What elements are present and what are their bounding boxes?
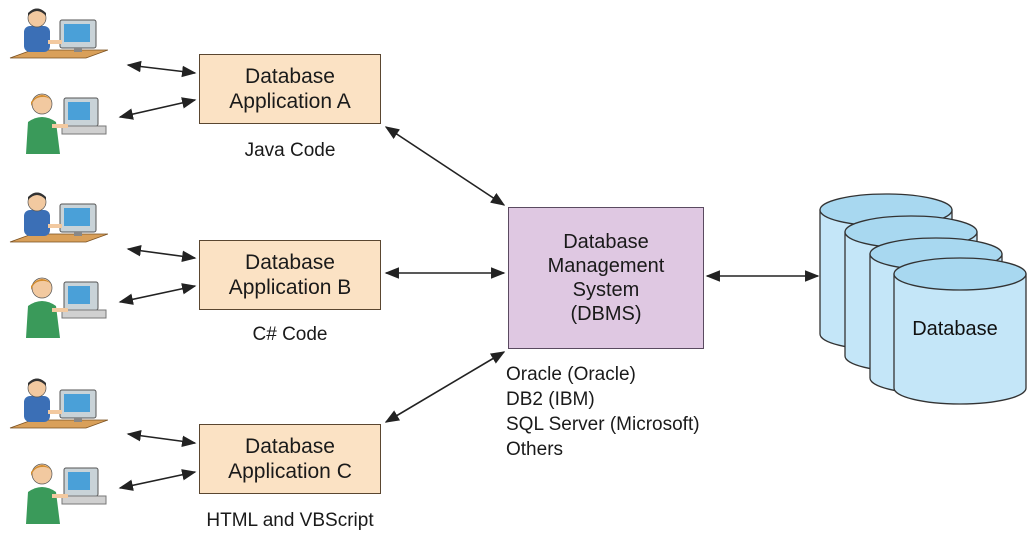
double-arrow-icon <box>384 126 506 206</box>
vendor-item: SQL Server (Microsoft) <box>506 414 700 435</box>
male-user-computer-icon <box>9 192 108 243</box>
dbms-line1: Database <box>563 231 649 253</box>
dbms-box: Database Management System (DBMS) <box>508 207 704 349</box>
app-a-line1: Database <box>245 65 335 88</box>
cylinder-4 <box>893 257 1027 405</box>
app-b-line1: Database <box>245 251 335 274</box>
double-arrow-icon <box>118 97 197 120</box>
double-arrow-icon <box>118 283 197 305</box>
double-arrow-icon <box>118 469 197 491</box>
vendor-item: Oracle (Oracle) <box>506 364 636 385</box>
double-arrow-icon <box>384 351 506 423</box>
app-c-line1: Database <box>245 435 335 458</box>
vendor-list: Oracle (Oracle) DB2 (IBM) SQL Server (Mi… <box>506 362 700 462</box>
application-a-box: Database Application A <box>199 54 381 124</box>
app-c-line2: Application C <box>228 460 352 483</box>
app-a-line2: Application A <box>229 90 351 113</box>
vendor-item: Others <box>506 439 564 460</box>
vendor-item: DB2 (IBM) <box>506 389 595 410</box>
app-b-code-label: C# Code <box>252 324 328 345</box>
app-c-code-label: HTML and VBScript <box>206 510 374 531</box>
female-user-computer-icon <box>26 93 107 154</box>
double-arrow-icon <box>126 430 197 447</box>
dbms-line2: Management <box>547 255 665 277</box>
application-b-box: Database Application B <box>199 240 381 310</box>
double-arrow-icon <box>126 60 197 78</box>
application-c-box: Database Application C <box>199 424 381 494</box>
app-b-line2: Application B <box>228 276 352 299</box>
male-user-computer-icon <box>9 378 108 429</box>
double-arrow-icon <box>126 245 197 262</box>
database-label: Database <box>912 318 998 340</box>
dbms-line4: (DBMS) <box>570 303 642 325</box>
app-a-code-label: Java Code <box>244 140 336 161</box>
dbms-line3: System <box>572 279 640 301</box>
female-user-computer-icon <box>26 277 107 338</box>
female-user-computer-icon <box>26 463 107 524</box>
male-user-computer-icon <box>9 8 108 59</box>
database-cylinder-icon <box>819 193 1027 405</box>
